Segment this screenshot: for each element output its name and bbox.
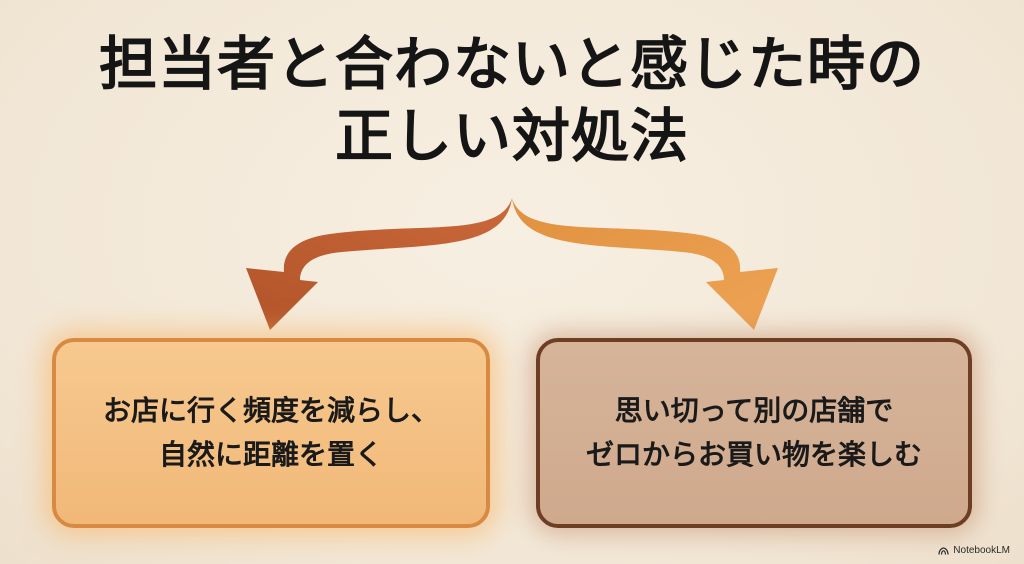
option-2-line-1: 思い切って別の店舗で — [614, 394, 894, 427]
option-card-reduce-visits: お店に行く頻度を減らし、 自然に距離を置く — [52, 338, 490, 528]
right-arrow — [512, 198, 778, 330]
left-arrow — [246, 198, 512, 330]
notebooklm-watermark: NotebookLM — [938, 545, 1010, 556]
option-card-switch-store: 思い切って別の店舗で ゼロからお買い物を楽しむ — [536, 338, 972, 528]
page-title: 担当者と合わないと感じた時の 正しい対処法 — [0, 28, 1024, 172]
option-1-line-2: 自然に距離を置く — [158, 438, 383, 471]
watermark-label: NotebookLM — [953, 545, 1010, 556]
option-1-line-1: お店に行く頻度を減らし、 — [102, 394, 439, 427]
option-2-line-2: ゼロからお買い物を楽しむ — [585, 438, 922, 471]
title-line-2: 正しい対処法 — [334, 102, 689, 170]
notebooklm-logo-icon — [938, 546, 949, 555]
title-line-1: 担当者と合わないと感じた時の — [98, 30, 925, 98]
